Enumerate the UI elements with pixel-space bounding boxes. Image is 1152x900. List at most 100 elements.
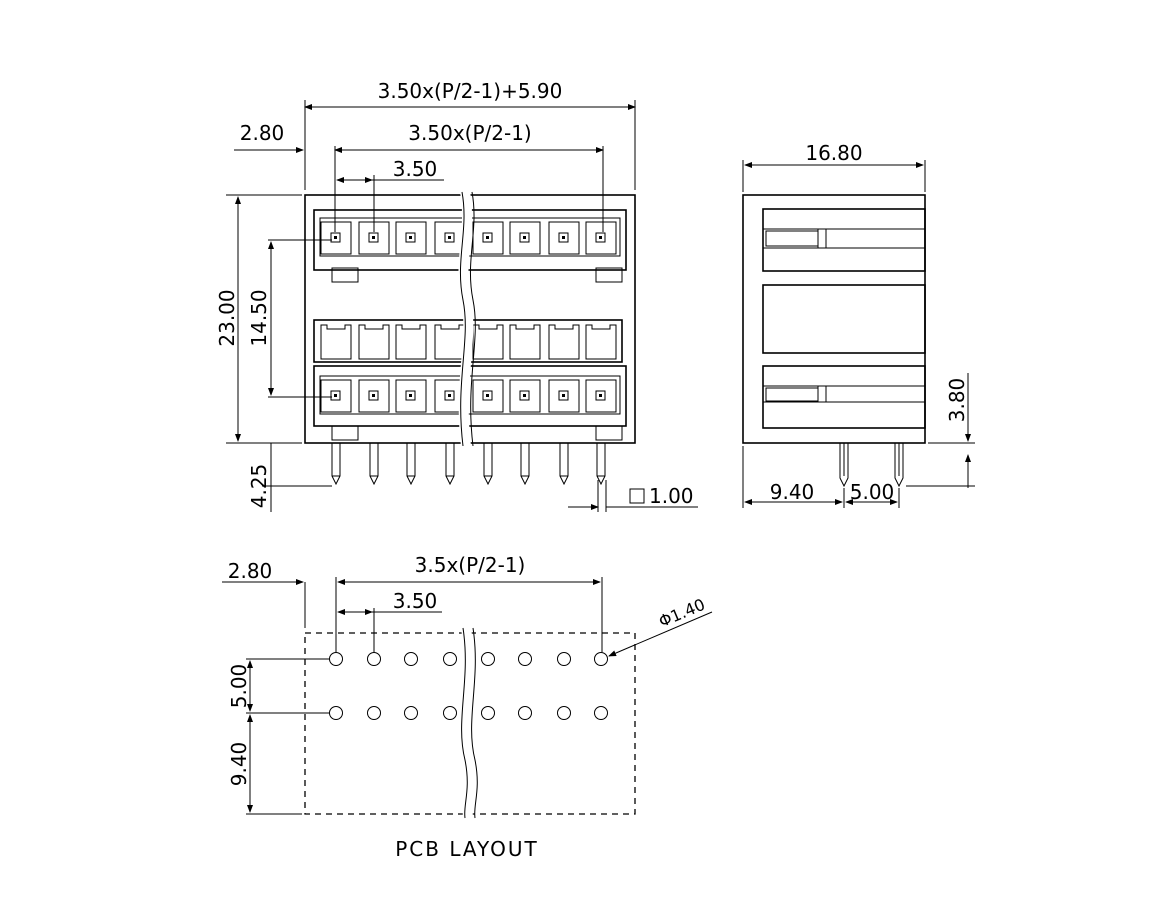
dim-pin-offset: 9.40 bbox=[770, 480, 815, 504]
lower-housing-inner bbox=[319, 375, 621, 415]
upper-latch-right bbox=[595, 267, 623, 283]
front-pin bbox=[559, 443, 569, 486]
front-pins bbox=[331, 443, 606, 486]
upper-pin-contact bbox=[405, 232, 416, 243]
pcb-dim-row-spacing: 5.00 bbox=[227, 664, 251, 709]
upper-pin-contact-dot bbox=[523, 236, 526, 239]
pcb-break-left bbox=[461, 627, 468, 819]
lower-pin-contact bbox=[405, 390, 416, 401]
middle-window bbox=[358, 324, 390, 360]
square-symbol-icon bbox=[629, 488, 645, 504]
front-pin bbox=[445, 443, 455, 486]
pcb-hole bbox=[404, 652, 418, 666]
upper-pin-contact-dot bbox=[562, 236, 565, 239]
pcb-dim-edge-offset: 9.40 bbox=[227, 742, 251, 787]
lower-pin-contact bbox=[330, 390, 341, 401]
pcb-hole-leader bbox=[608, 611, 713, 657]
dim-overall-width: 3.50x(P/2-1)+5.90 bbox=[378, 79, 563, 103]
side-body-outline bbox=[742, 194, 926, 444]
lower-pin-cell bbox=[472, 379, 504, 413]
lower-pin-contact bbox=[444, 390, 455, 401]
pcb-hole bbox=[518, 652, 532, 666]
lower-pin-contact-dot bbox=[486, 394, 489, 397]
upper-pin-contact bbox=[482, 232, 493, 243]
upper-pin-contact bbox=[444, 232, 455, 243]
upper-pin-contact-dot bbox=[334, 236, 337, 239]
front-pin bbox=[596, 443, 606, 486]
dim-offset: 2.80 bbox=[240, 121, 285, 145]
upper-pin-contact-dot bbox=[599, 236, 602, 239]
upper-pin-row bbox=[320, 221, 617, 255]
lower-pin-contact-dot bbox=[334, 394, 337, 397]
upper-pin-cell bbox=[548, 221, 580, 255]
lower-latch-right bbox=[595, 425, 623, 441]
upper-pin-contact bbox=[519, 232, 530, 243]
pcb-dim-pitch: 3.50 bbox=[393, 589, 438, 613]
dim-row-spacing: 14.50 bbox=[247, 289, 271, 346]
pcb-hole bbox=[443, 652, 457, 666]
pcb-hole bbox=[443, 706, 457, 720]
side-pins bbox=[839, 443, 904, 488]
middle-window bbox=[395, 324, 427, 360]
upper-pin-cell bbox=[320, 221, 352, 255]
dim-pin-square: 1.00 bbox=[649, 484, 694, 508]
dim-height: 23.00 bbox=[215, 289, 239, 346]
upper-pin-contact bbox=[368, 232, 379, 243]
lower-pin-cell bbox=[585, 379, 617, 413]
lower-pin-contact-dot bbox=[599, 394, 602, 397]
upper-pin-contact-dot bbox=[448, 236, 451, 239]
pcb-hole bbox=[481, 706, 495, 720]
front-pin bbox=[520, 443, 530, 486]
middle-window bbox=[320, 324, 352, 360]
pcb-dim-span: 3.5x(P/2-1) bbox=[415, 553, 526, 577]
upper-pin-contact-dot bbox=[372, 236, 375, 239]
pcb-hole bbox=[367, 652, 381, 666]
middle-window bbox=[472, 324, 504, 360]
side-upper-slot bbox=[762, 208, 926, 272]
pcb-break-right bbox=[471, 627, 478, 819]
front-pin bbox=[483, 443, 493, 486]
lower-pin-contact bbox=[519, 390, 530, 401]
lower-pin-contact bbox=[558, 390, 569, 401]
pcb-hole bbox=[557, 652, 571, 666]
upper-pin-contact bbox=[330, 232, 341, 243]
dim-depth: 16.80 bbox=[805, 141, 862, 165]
middle-window bbox=[548, 324, 580, 360]
front-pin bbox=[406, 443, 416, 486]
upper-pin-contact-dot bbox=[486, 236, 489, 239]
pcb-layout-view: 2.80 3.5x(P/2-1) 3.50 Φ1.40 5.00 9.40 PC… bbox=[222, 553, 713, 861]
upper-latch-left bbox=[331, 267, 359, 283]
pcb-hole bbox=[557, 706, 571, 720]
lower-pin-cell bbox=[509, 379, 541, 413]
lower-pin-row bbox=[320, 379, 617, 413]
front-view: 3.50x(P/2-1)+5.90 3.50x(P/2-1) 2.80 3.50… bbox=[215, 79, 698, 512]
side-lower-slot bbox=[762, 365, 926, 429]
dim-pitch: 3.50 bbox=[393, 157, 438, 181]
pcb-dim-offset: 2.80 bbox=[228, 559, 273, 583]
upper-pin-contact-dot bbox=[409, 236, 412, 239]
lower-pin-contact bbox=[595, 390, 606, 401]
middle-window bbox=[585, 324, 617, 360]
upper-pin-cell bbox=[395, 221, 427, 255]
break-line-right bbox=[469, 191, 476, 447]
pcb-dim-hole-diameter: Φ1.40 bbox=[656, 595, 708, 631]
upper-pin-contact bbox=[558, 232, 569, 243]
lower-pin-contact bbox=[482, 390, 493, 401]
dim-span: 3.50x(P/2-1) bbox=[408, 121, 531, 145]
lower-pin-cell bbox=[358, 379, 390, 413]
pcb-hole bbox=[329, 652, 343, 666]
pcb-holes bbox=[329, 652, 608, 720]
dim-side-pin-length: 3.80 bbox=[945, 378, 969, 423]
upper-pin-cell bbox=[585, 221, 617, 255]
break-line-left bbox=[459, 191, 466, 447]
pcb-hole bbox=[329, 706, 343, 720]
lower-pin-cell bbox=[395, 379, 427, 413]
lower-pin-contact-dot bbox=[409, 394, 412, 397]
pcb-hole bbox=[367, 706, 381, 720]
pcb-hole bbox=[518, 706, 532, 720]
pcb-hole bbox=[594, 706, 608, 720]
lower-pin-cell bbox=[320, 379, 352, 413]
lower-pin-contact-dot bbox=[523, 394, 526, 397]
upper-pin-cell bbox=[509, 221, 541, 255]
